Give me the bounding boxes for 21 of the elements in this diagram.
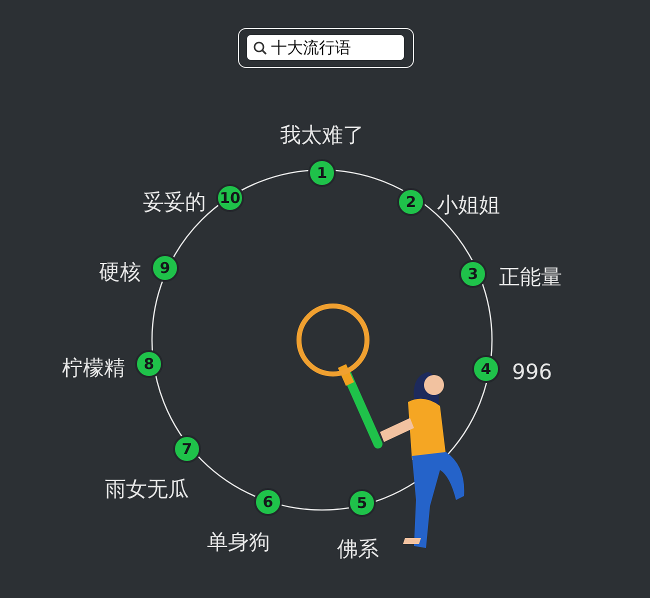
term-label: 雨女无瓜	[105, 477, 189, 501]
term-label: 佛系	[337, 537, 379, 561]
term-label: 小姐姐	[437, 193, 500, 217]
number-marker: 2	[397, 188, 425, 216]
number-marker: 3	[459, 260, 487, 288]
number-marker: 8	[135, 350, 163, 378]
term-label: 硬核	[99, 260, 141, 284]
number-marker: 9	[151, 254, 179, 282]
term-label: 单身狗	[207, 530, 270, 554]
search-query: 十大流行语	[271, 38, 351, 58]
term-label: 正能量	[499, 265, 562, 289]
number-marker: 5	[348, 489, 376, 517]
term-label: 我太难了	[280, 123, 364, 147]
term-label: 妥妥的	[143, 190, 206, 214]
number-marker: 10	[216, 184, 244, 212]
term-label: 柠檬精	[62, 356, 125, 380]
number-marker: 4	[472, 355, 500, 383]
term-label: 996	[512, 360, 552, 384]
number-marker: 7	[173, 435, 201, 463]
number-marker: 6	[254, 488, 282, 516]
number-marker: 1	[308, 159, 336, 187]
